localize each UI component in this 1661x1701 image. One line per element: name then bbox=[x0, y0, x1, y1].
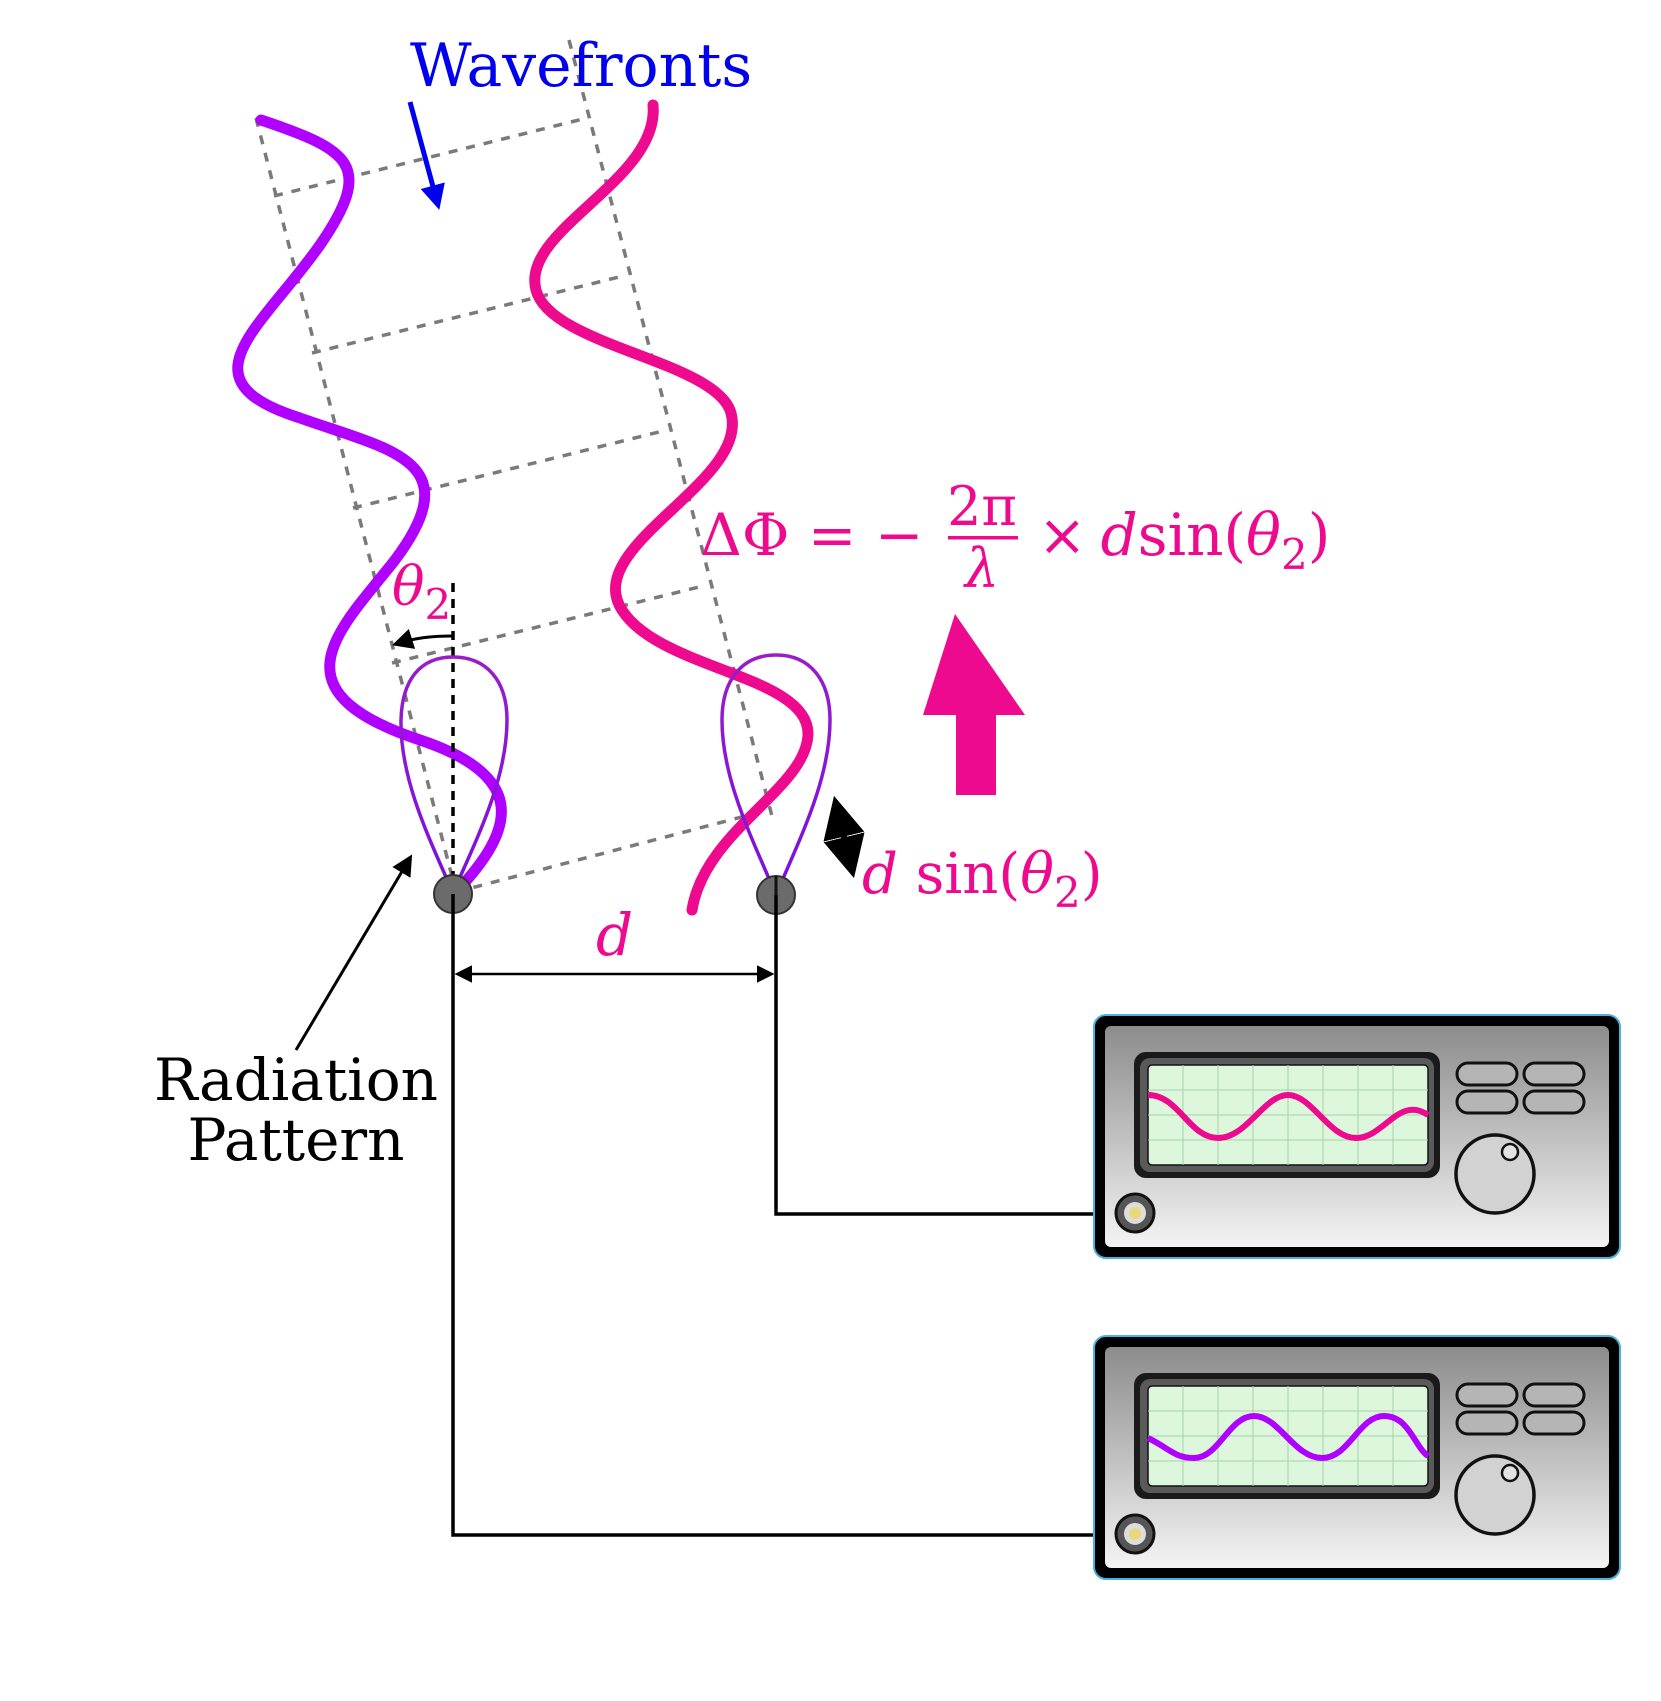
equation-times: × bbox=[1038, 501, 1087, 569]
oscilloscope-bottom bbox=[1093, 1335, 1621, 1580]
equation-numerator: 2π bbox=[947, 475, 1017, 538]
spacing-label: d bbox=[596, 901, 633, 969]
scope-bottom-button-3[interactable] bbox=[1455, 1410, 1519, 1436]
oscilloscope-knob-icon[interactable] bbox=[1454, 1133, 1536, 1215]
scope-top-button-3[interactable] bbox=[1455, 1089, 1519, 1115]
equation-theta: θ bbox=[1246, 501, 1281, 569]
theta-arc-arrow bbox=[391, 628, 454, 649]
theta-subscript: 2 bbox=[425, 580, 452, 629]
equation-fraction-bar bbox=[948, 536, 1018, 540]
incident-wave-left bbox=[232, 114, 507, 898]
scope-top-trace bbox=[1147, 1091, 1430, 1142]
equation-close: ) bbox=[1308, 501, 1331, 569]
oscilloscope-top bbox=[1093, 1014, 1621, 1259]
incident-wave-right bbox=[529, 99, 814, 916]
scope-bottom-trace bbox=[1146, 1412, 1430, 1462]
theta-angle-label: θ2 bbox=[392, 555, 451, 629]
radiation-lobe-right bbox=[720, 653, 832, 900]
radiation-lobe-left bbox=[399, 655, 509, 898]
equation-sin: sin( bbox=[1138, 501, 1246, 569]
scope-bottom-button-4[interactable] bbox=[1522, 1410, 1586, 1436]
radiation-pattern-label-line2: Pattern bbox=[187, 1106, 404, 1174]
oscilloscope-knob-icon[interactable] bbox=[1454, 1454, 1536, 1536]
equation-sub: 2 bbox=[1281, 530, 1308, 579]
path-diff-fn: sin( bbox=[898, 842, 1020, 907]
path-difference-arrow bbox=[823, 795, 865, 879]
theta-symbol: θ bbox=[392, 555, 425, 618]
scope-top-button-4[interactable] bbox=[1522, 1089, 1586, 1115]
phase-equation: ΔΦ = − 2π λ ×dsin(θ2) bbox=[700, 475, 1330, 600]
equation-d: d bbox=[1101, 501, 1138, 569]
scope-bottom-button-2[interactable] bbox=[1522, 1382, 1586, 1408]
wavefront-arrow-icon bbox=[407, 101, 445, 210]
path-diff-theta: θ bbox=[1020, 842, 1054, 907]
phase-direction-arrow-icon bbox=[923, 614, 1025, 795]
path-diff-sub: 2 bbox=[1054, 868, 1081, 917]
radiation-pattern-pointer bbox=[294, 854, 413, 1051]
path-diff-d: d bbox=[862, 842, 898, 907]
wavefronts-label: Wavefronts bbox=[410, 31, 752, 101]
scope-top-button-1[interactable] bbox=[1455, 1061, 1519, 1087]
equation-rhs: ×dsin(θ2) bbox=[1038, 501, 1330, 579]
scope-top-grid bbox=[1148, 1065, 1428, 1165]
wavefront-grid bbox=[254, 39, 775, 894]
scope-bottom-button-1[interactable] bbox=[1455, 1382, 1519, 1408]
scope-top-button-2[interactable] bbox=[1522, 1061, 1586, 1087]
path-diff-close: ) bbox=[1081, 842, 1103, 907]
equation-lhs: ΔΦ = − bbox=[700, 501, 924, 569]
equation-denominator: λ bbox=[963, 537, 999, 600]
bnc-connector-icon bbox=[1114, 1513, 1156, 1555]
path-difference-label: d sin(θ2) bbox=[862, 842, 1103, 917]
signal-cables bbox=[451, 894, 1097, 1537]
radiation-pattern-label-line1: Radiation bbox=[154, 1046, 438, 1114]
bnc-connector-icon bbox=[1114, 1192, 1156, 1234]
